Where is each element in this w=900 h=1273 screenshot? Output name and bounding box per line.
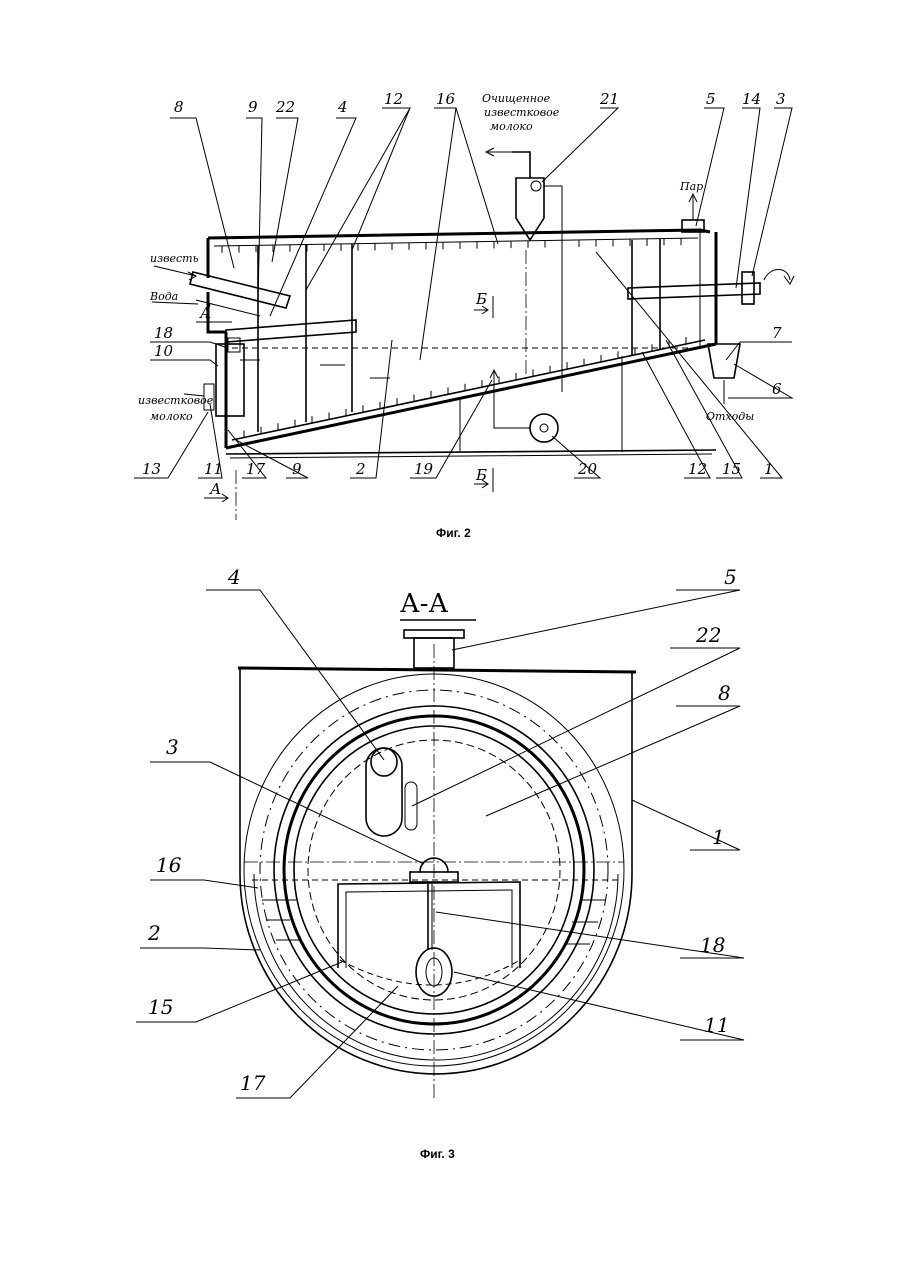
annotation-steam: Пар [679, 180, 703, 193]
label-16: 16 [436, 90, 456, 108]
fig3-text: А-А 4 5 22 8 3 1 16 18 2 15 11 17 Фиг. 3 [147, 565, 737, 1161]
label-21: 21 [599, 90, 619, 108]
label-16: 16 [156, 853, 182, 877]
fig2-text: 8 9 22 4 12 16 Очищенное известковое мол… [138, 90, 786, 540]
label-3: 3 [166, 735, 179, 759]
tank-body [208, 230, 716, 448]
annotation-quicklime: известь [150, 252, 199, 265]
label-5: 5 [724, 565, 737, 589]
label-2: 2 [147, 921, 161, 945]
label-15: 15 [722, 460, 741, 478]
section-title: А-А [400, 589, 448, 619]
label-10: 10 [154, 342, 174, 360]
section-mark-a-bottom: А [209, 480, 221, 498]
label-1: 1 [712, 825, 725, 849]
housing [238, 668, 636, 1074]
label-22: 22 [695, 623, 721, 647]
section-mark-a: А [199, 304, 211, 322]
label-22: 22 [275, 98, 295, 116]
label-7: 7 [772, 324, 782, 342]
label-15: 15 [148, 995, 173, 1019]
figure-3 [136, 590, 744, 1100]
label-8: 8 [174, 98, 184, 116]
base-frame [226, 356, 716, 458]
chute-opening [366, 748, 417, 836]
steam-outlet [682, 194, 704, 232]
annotation-purified: Очищенное [482, 92, 551, 105]
annotation-limemilk-b: молоко [150, 410, 193, 423]
label-4: 4 [227, 565, 241, 589]
inner-chamber [338, 882, 520, 985]
label-13: 13 [142, 460, 161, 478]
tick-marks [222, 238, 686, 437]
label-1: 1 [764, 460, 774, 478]
leader-lines [134, 108, 792, 478]
figure-2-caption: Фиг. 2 [436, 526, 471, 540]
annotation-water: Вода [149, 290, 178, 303]
label-19: 19 [414, 460, 434, 478]
label-17: 17 [240, 1071, 266, 1095]
label-3: 3 [776, 90, 786, 108]
cyclone [486, 148, 562, 392]
label-9-bottom: 9 [292, 460, 302, 478]
label-11: 11 [204, 460, 223, 478]
figure-3-caption: Фиг. 3 [420, 1147, 455, 1161]
annotation-lime: известковое [484, 106, 560, 119]
label-17: 17 [246, 460, 266, 478]
figure-2 [134, 108, 794, 520]
section-mark-b-bottom: Б [475, 466, 487, 484]
annotation-milk: молоко [490, 120, 533, 133]
drive-unit [742, 270, 794, 305]
annotation-waste: Отходы [706, 410, 754, 423]
label-14: 14 [742, 90, 761, 108]
section-marks [196, 296, 493, 502]
label-5: 5 [706, 90, 716, 108]
annotation-limemilk-a: известковое [138, 394, 214, 407]
label-2: 2 [355, 460, 366, 478]
label-18: 18 [700, 933, 725, 957]
label-8: 8 [718, 681, 731, 705]
leader-lines-fig3 [136, 590, 744, 1098]
label-12-bottom: 12 [688, 460, 707, 478]
waste-outlet [708, 344, 740, 404]
label-9: 9 [248, 98, 258, 116]
label-11: 11 [704, 1013, 729, 1037]
label-20: 20 [577, 460, 598, 478]
label-4: 4 [337, 98, 348, 116]
section-mark-b: Б [475, 290, 487, 308]
label-18: 18 [154, 324, 173, 342]
label-12-top: 12 [384, 90, 403, 108]
label-6: 6 [772, 380, 782, 398]
